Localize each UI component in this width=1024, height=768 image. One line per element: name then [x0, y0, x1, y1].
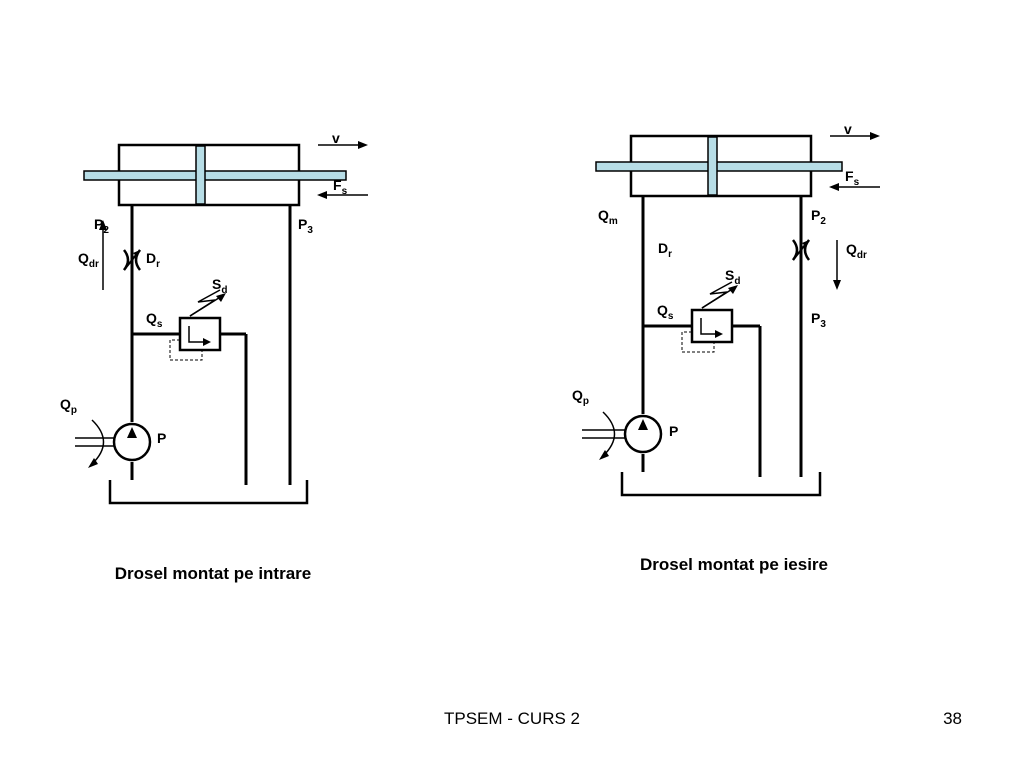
left-circuit — [75, 141, 368, 505]
left-label-qdr: Qdr — [78, 250, 99, 270]
right-pump — [623, 414, 663, 454]
left-tank — [108, 480, 309, 505]
footer-title: TPSEM - CURS 2 — [444, 709, 580, 728]
right-label-qs: Qs — [657, 302, 674, 322]
right-label-dr: Dr — [658, 240, 672, 260]
left-caption: Drosel montat pe intrare — [115, 564, 312, 583]
left-label-v: v — [332, 130, 340, 146]
left-label-qs: Qs — [146, 310, 163, 330]
left-relief-valve — [178, 316, 222, 352]
right-label-p2: P2 — [811, 207, 826, 227]
right-label-qm: Qm — [598, 207, 618, 227]
left-label-sd: Sd — [212, 276, 227, 296]
left-label-p3: P3 — [298, 216, 313, 236]
right-circuit — [582, 132, 880, 497]
left-piston — [195, 145, 206, 205]
left-labels: v Fs P2 P3 Qdr Dr Sd Qs Qp P — [60, 130, 348, 446]
left-label-pump: P — [157, 430, 166, 446]
right-label-p3: P3 — [811, 310, 826, 330]
right-tank — [620, 472, 822, 497]
right-label-v: v — [844, 121, 852, 137]
right-label-pump: P — [669, 423, 678, 439]
right-piston-rod — [595, 161, 843, 172]
right-labels: v Fs Qm P2 Dr Qdr Sd Qs P3 Qp P — [572, 121, 867, 439]
left-pump — [112, 422, 152, 462]
right-caption: Drosel montat pe iesire — [640, 555, 828, 574]
right-label-qdr: Qdr — [846, 241, 867, 261]
right-label-sd: Sd — [725, 267, 740, 287]
left-label-p2: P2 — [94, 216, 109, 236]
left-piston-rod — [83, 170, 347, 181]
left-label-qp: Qp — [60, 396, 77, 416]
right-piston — [707, 136, 718, 196]
left-label-dr: Dr — [146, 250, 160, 270]
footer-page-number: 38 — [943, 709, 962, 728]
right-relief-valve — [690, 308, 734, 344]
left-label-fs: Fs — [333, 177, 348, 197]
right-label-qp: Qp — [572, 387, 589, 407]
right-label-fs: Fs — [845, 168, 860, 188]
